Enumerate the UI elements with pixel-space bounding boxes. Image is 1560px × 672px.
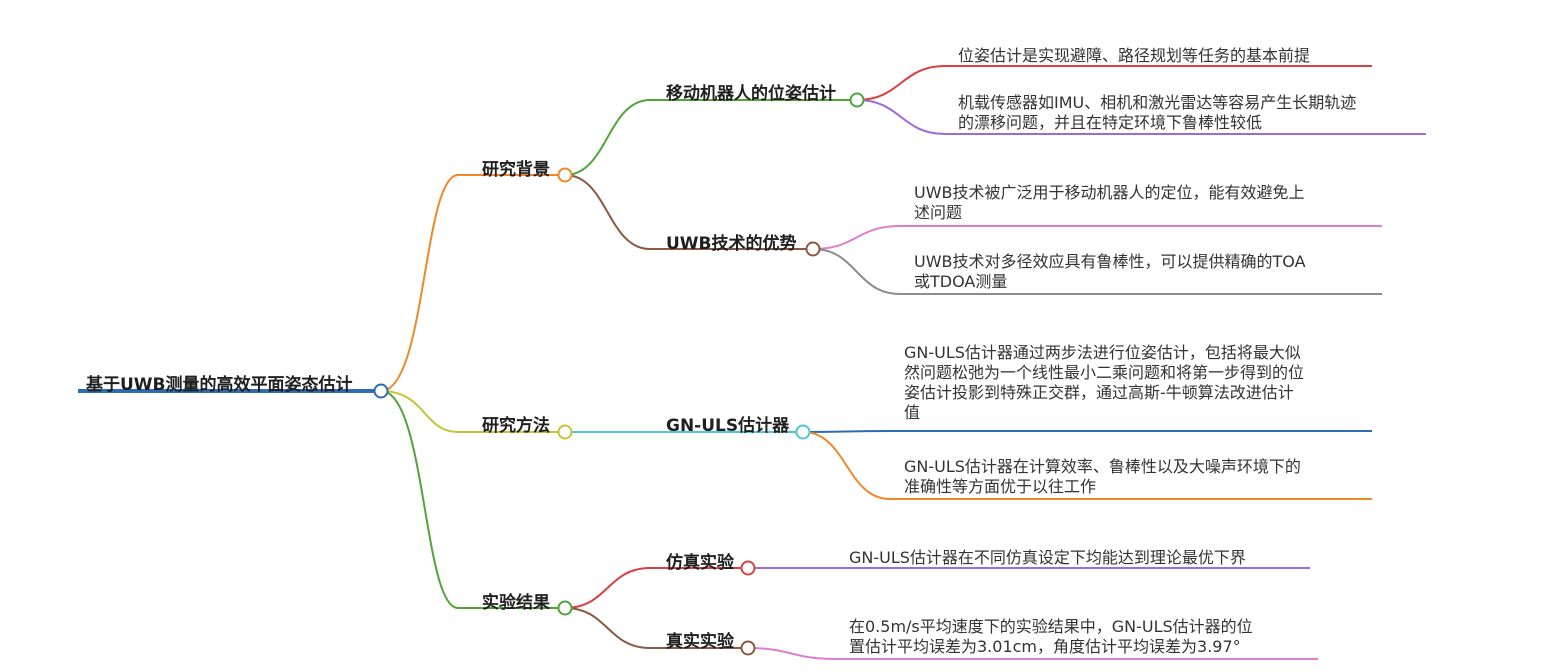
topic-collapse-toggle[interactable] bbox=[740, 640, 756, 656]
connector-topic-leaf bbox=[802, 430, 891, 433]
connector-topic-leaf bbox=[812, 248, 901, 295]
leaf-line: GN-ULS估计器在不同仿真设定下均能达到理论最优下界 bbox=[849, 548, 1246, 567]
connector-root-branch bbox=[380, 174, 459, 392]
node-uwb-advantages[interactable]: UWB技术的优势 bbox=[666, 234, 797, 254]
leaf-line: GN-ULS估计器通过两步法进行位姿估计，包括将最大似 bbox=[904, 343, 1301, 362]
leaf-line: 置估计平均误差为3.01cm，角度估计平均误差为3.97° bbox=[849, 637, 1241, 656]
node-gn-uls-estimator[interactable]: GN-ULS估计器 bbox=[666, 416, 790, 436]
leaf-real-errors: 在0.5m/s平均速度下的实验结果中，GN-ULS估计器的位 置估计平均误差为3… bbox=[849, 617, 1319, 657]
connector-topic-leaf bbox=[747, 647, 836, 660]
connector-branch-topic bbox=[564, 174, 651, 250]
leaf-uwb-multipath-robust: UWB技术对多径效应具有鲁棒性，可以提供精确的TOA 或TDOA测量 bbox=[914, 252, 1384, 292]
connector-topic-leaf bbox=[856, 99, 946, 135]
leaf-line: 的漂移问题，并且在特定环境下鲁棒性较低 bbox=[958, 113, 1263, 132]
connector-branch-topic bbox=[564, 567, 651, 609]
leaf-uwb-widely-used: UWB技术被广泛用于移动机器人的定位，能有效避免上 述问题 bbox=[914, 183, 1384, 223]
leaf-sensor-drift: 机载传感器如IMU、相机和激光雷达等容易产生长期轨迹 的漂移问题，并且在特定环境… bbox=[958, 93, 1428, 133]
topic-collapse-toggle[interactable] bbox=[795, 424, 811, 440]
branch-collapse-toggle[interactable] bbox=[557, 424, 573, 440]
leaf-line: 值 bbox=[904, 403, 921, 422]
node-robot-pose-estimation[interactable]: 移动机器人的位姿估计 bbox=[666, 84, 836, 104]
leaf-simulation-bound: GN-ULS估计器在不同仿真设定下均能达到理论最优下界 bbox=[849, 548, 1319, 568]
leaf-line: GN-ULS估计器在计算效率、鲁棒性以及大噪声环境下的 bbox=[904, 457, 1301, 476]
node-simulation-experiment[interactable]: 仿真实验 bbox=[666, 553, 734, 573]
node-real-experiment[interactable]: 真实实验 bbox=[666, 632, 734, 652]
leaf-line: UWB技术被广泛用于移动机器人的定位，能有效避免上 bbox=[914, 183, 1305, 202]
connector-topic-leaf bbox=[856, 65, 946, 101]
branch-collapse-toggle[interactable] bbox=[557, 600, 573, 616]
topic-collapse-toggle[interactable] bbox=[805, 241, 821, 257]
root-node-label[interactable]: 基于UWB测量的高效平面姿态估计 bbox=[86, 375, 353, 395]
leaf-line: 准确性等方面优于以往工作 bbox=[904, 477, 1097, 496]
leaf-line: 述问题 bbox=[914, 203, 963, 222]
branch-research-method[interactable]: 研究方法 bbox=[482, 416, 550, 436]
leaf-line: 机载传感器如IMU、相机和激光雷达等容易产生长期轨迹 bbox=[958, 93, 1357, 112]
leaf-gn-uls-two-step: GN-ULS估计器通过两步法进行位姿估计，包括将最大似 然问题松弛为一个线性最小… bbox=[904, 343, 1374, 423]
root-collapse-toggle[interactable] bbox=[373, 383, 389, 399]
connector-branch-topic bbox=[564, 99, 651, 176]
leaf-line: UWB技术对多径效应具有鲁棒性，可以提供精确的TOA bbox=[914, 252, 1306, 271]
topic-collapse-toggle[interactable] bbox=[849, 92, 865, 108]
leaf-line: 位姿估计是实现避障、路径规划等任务的基本前提 bbox=[958, 46, 1311, 65]
connector-topic-leaf bbox=[812, 225, 901, 250]
topic-collapse-toggle[interactable] bbox=[740, 560, 756, 576]
branch-experiment-results[interactable]: 实验结果 bbox=[482, 593, 550, 613]
branch-collapse-toggle[interactable] bbox=[557, 167, 573, 183]
connector-root-branch bbox=[380, 390, 459, 609]
branch-research-background[interactable]: 研究背景 bbox=[482, 160, 550, 180]
leaf-line: 在0.5m/s平均速度下的实验结果中，GN-ULS估计器的位 bbox=[849, 617, 1253, 636]
connector-root-branch bbox=[380, 390, 459, 433]
connector-topic-leaf bbox=[802, 431, 891, 500]
connector-branch-topic bbox=[564, 607, 651, 649]
leaf-pose-prerequisite: 位姿估计是实现避障、路径规划等任务的基本前提 bbox=[958, 46, 1398, 66]
leaf-line: 然问题松弛为一个线性最小二乘问题和将第一步得到的位 bbox=[904, 363, 1305, 382]
leaf-line: 姿估计投影到特殊正交群，通过高斯-牛顿算法改进估计 bbox=[904, 383, 1294, 402]
leaf-line: 或TDOA测量 bbox=[914, 272, 1008, 291]
leaf-gn-uls-better: GN-ULS估计器在计算效率、鲁棒性以及大噪声环境下的 准确性等方面优于以往工作 bbox=[904, 457, 1374, 497]
